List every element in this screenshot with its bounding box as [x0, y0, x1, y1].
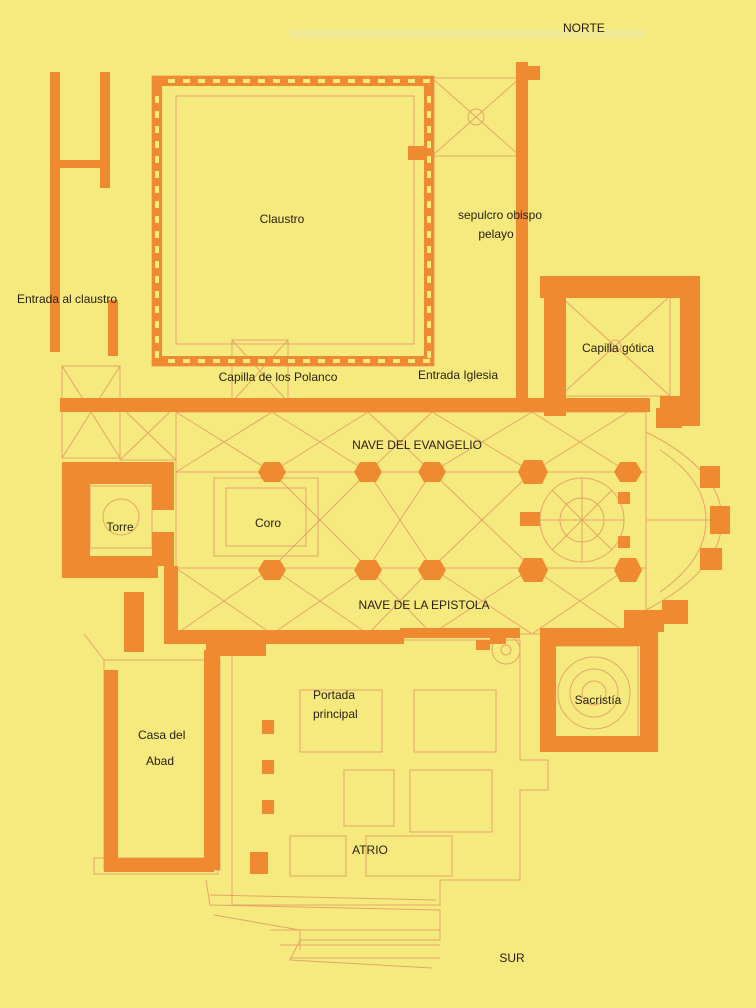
atrium-label: ATRIO: [352, 843, 388, 857]
arcade-gap: [427, 306, 431, 313]
arcade-gap: [155, 186, 159, 193]
arcade-gap: [155, 261, 159, 268]
arcade-gap: [168, 79, 175, 83]
arcade-gap: [318, 79, 325, 83]
arcade-gap: [155, 141, 159, 148]
arcade-gap: [427, 141, 431, 148]
arcade-gap: [155, 171, 159, 178]
arcade-gap: [155, 246, 159, 253]
tomb-label-line1: sepulcro obispo: [457, 208, 543, 222]
arcade-gap: [303, 79, 310, 83]
arcade-gap: [363, 359, 370, 363]
arcade-gap: [427, 111, 431, 118]
arcade-gap: [427, 231, 431, 238]
arcade-gap: [273, 79, 280, 83]
main-portal-label-line2: principal: [313, 707, 358, 721]
arcade-gap: [303, 359, 310, 363]
main-portal-label-line1: Portada: [313, 688, 356, 702]
polanco-chapel-label: Capilla de los Polanco: [218, 370, 338, 384]
arcade-gap: [363, 79, 370, 83]
arcade-gap: [258, 359, 265, 363]
arcade-gap: [155, 111, 159, 118]
arcade-gap: [427, 186, 431, 193]
arcade-gap: [427, 276, 431, 283]
nave-piers: [258, 460, 642, 650]
arcade-gap: [423, 79, 430, 83]
arcade-gap: [393, 79, 400, 83]
abbot-house-label-line2: Abad: [146, 754, 175, 768]
arcade-gap: [155, 336, 159, 343]
arcade-gap: [228, 359, 235, 363]
arcade-gap: [155, 216, 159, 223]
arcade-gap: [427, 291, 431, 298]
arcade-gap: [427, 171, 431, 178]
arcade-gap: [155, 291, 159, 298]
sacristy-label: Sacristía: [574, 693, 622, 707]
arcade-gap: [258, 79, 265, 83]
arcade-gap: [427, 126, 431, 133]
arcade-gap: [427, 351, 431, 358]
gothic-chapel-label: Capilla gótica: [581, 341, 655, 355]
arcade-gap: [155, 96, 159, 103]
arcade-gap: [155, 156, 159, 163]
cloister-label: Claustro: [259, 212, 305, 226]
arcade-gap: [155, 126, 159, 133]
arcade-gap: [288, 79, 295, 83]
cloister-arcade: [155, 79, 431, 363]
cloister-entrance-label: Entrada al claustro: [17, 292, 118, 306]
arcade-gap: [427, 216, 431, 223]
arcade-gap: [427, 246, 431, 253]
arcade-gap: [348, 79, 355, 83]
arcade-gap: [427, 201, 431, 208]
arcade-gap: [408, 79, 415, 83]
arcade-gap: [333, 79, 340, 83]
arcade-gap: [378, 79, 385, 83]
arcade-gap: [168, 359, 175, 363]
epistle-nave-label: NAVE DE LA EPISTOLA: [358, 598, 490, 612]
arcade-gap: [408, 359, 415, 363]
north-label: NORTE: [563, 21, 605, 35]
arcade-gap: [155, 351, 159, 358]
south-label: SUR: [499, 951, 525, 965]
arcade-gap: [423, 359, 430, 363]
arcade-gap: [288, 359, 295, 363]
arcade-gap: [243, 359, 250, 363]
abbot-house-label-line1: Casa del: [138, 728, 186, 742]
arcade-gap: [427, 96, 431, 103]
arcade-gap: [427, 156, 431, 163]
arcade-gap: [213, 79, 220, 83]
arcade-gap: [198, 79, 205, 83]
arcade-gap: [348, 359, 355, 363]
arcade-gap: [427, 261, 431, 268]
arcade-gap: [228, 79, 235, 83]
arcade-gap: [427, 336, 431, 343]
arcade-gap: [378, 359, 385, 363]
arcade-gap: [318, 359, 325, 363]
arcade-gap: [183, 359, 190, 363]
arcade-gap: [273, 359, 280, 363]
arcade-gap: [183, 79, 190, 83]
arcade-gap: [155, 231, 159, 238]
church-entrance-label: Entrada Iglesia: [417, 368, 499, 382]
arcade-gap: [155, 201, 159, 208]
arcade-gap: [155, 321, 159, 328]
choir-label: Coro: [254, 516, 282, 530]
arcade-gap: [333, 359, 340, 363]
arcade-gap: [243, 79, 250, 83]
arcade-gap: [213, 359, 220, 363]
vault-linework: [61, 75, 723, 969]
arcade-gap: [427, 321, 431, 328]
arcade-gap: [198, 359, 205, 363]
gospel-nave-label: NAVE DEL EVANGELIO: [352, 438, 482, 452]
tower-label: Torre: [106, 520, 134, 534]
arcade-gap: [155, 276, 159, 283]
tomb-label-line2: pelayo: [478, 227, 514, 241]
arcade-gap: [155, 306, 159, 313]
arcade-gap: [393, 359, 400, 363]
